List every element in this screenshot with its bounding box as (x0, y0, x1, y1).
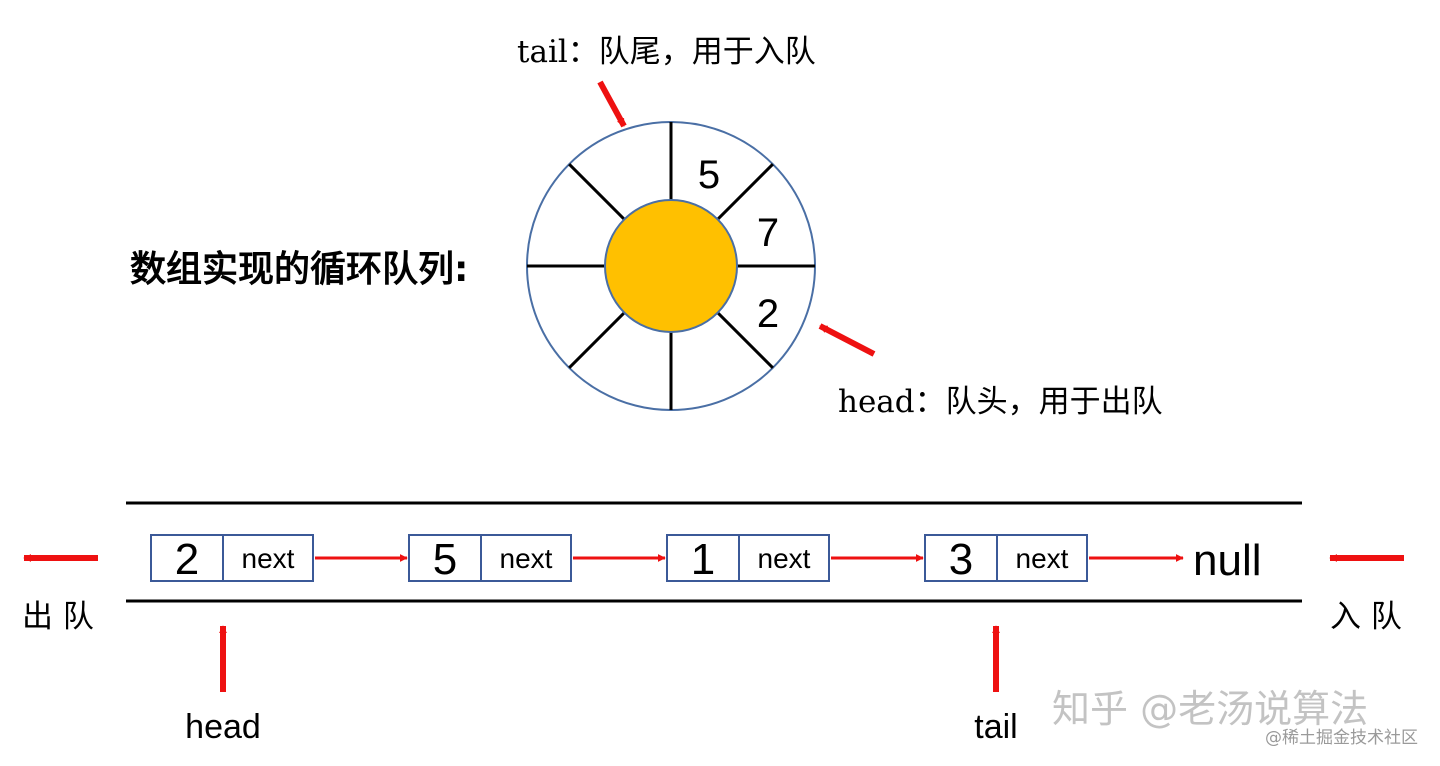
list-node: 1 next (666, 534, 830, 584)
tail-pointer-label: tail (974, 708, 1017, 746)
node-value: 5 (433, 535, 457, 584)
ring-tail-arrow (597, 80, 627, 128)
node-next-label: next (242, 543, 295, 574)
node-next-label: next (758, 543, 811, 574)
ring-spoke (716, 311, 774, 369)
node-value: 2 (175, 535, 199, 584)
ring-tail-label: tail：队尾，用于入队 (517, 34, 816, 70)
head-pointer-label: head (185, 708, 261, 746)
ring-hub (604, 199, 738, 333)
list-node: 2 next (150, 534, 314, 584)
ring-head-arrow (818, 323, 876, 357)
ring-buffer: 5 7 2 (526, 121, 816, 411)
node-next-label: next (1016, 543, 1069, 574)
node-box (924, 534, 1088, 582)
ring-spoke (716, 163, 774, 221)
ring-spoke (568, 163, 626, 221)
list-node: 5 next (408, 534, 572, 584)
ring-slot-value: 5 (698, 153, 720, 197)
node-value: 1 (691, 535, 715, 584)
ring-spokes (527, 122, 815, 410)
list-node: 3 next (924, 534, 1088, 584)
node-box (150, 534, 314, 582)
linked-list: 2 next 5 next 1 next 3 next (150, 534, 1184, 584)
ring-head-label: head：队头，用于出队 (838, 384, 1163, 420)
enqueue-label: 入 队 (1330, 599, 1402, 635)
dequeue-label: 出 队 (22, 599, 94, 635)
ring-title: 数组实现的循环队列: (130, 249, 468, 290)
node-next-label: next (500, 543, 553, 574)
ring-spoke (568, 311, 626, 369)
watermark-main: 知乎 @老汤说算法 (1052, 687, 1368, 731)
node-value: 3 (949, 535, 973, 584)
watermark-sub: @稀土掘金技术社区 (1265, 728, 1418, 748)
ring-slot-value: 7 (757, 211, 779, 255)
node-box (408, 534, 572, 582)
null-terminator: null (1193, 536, 1262, 585)
ring-slot-value: 2 (757, 292, 779, 336)
node-box (666, 534, 830, 582)
